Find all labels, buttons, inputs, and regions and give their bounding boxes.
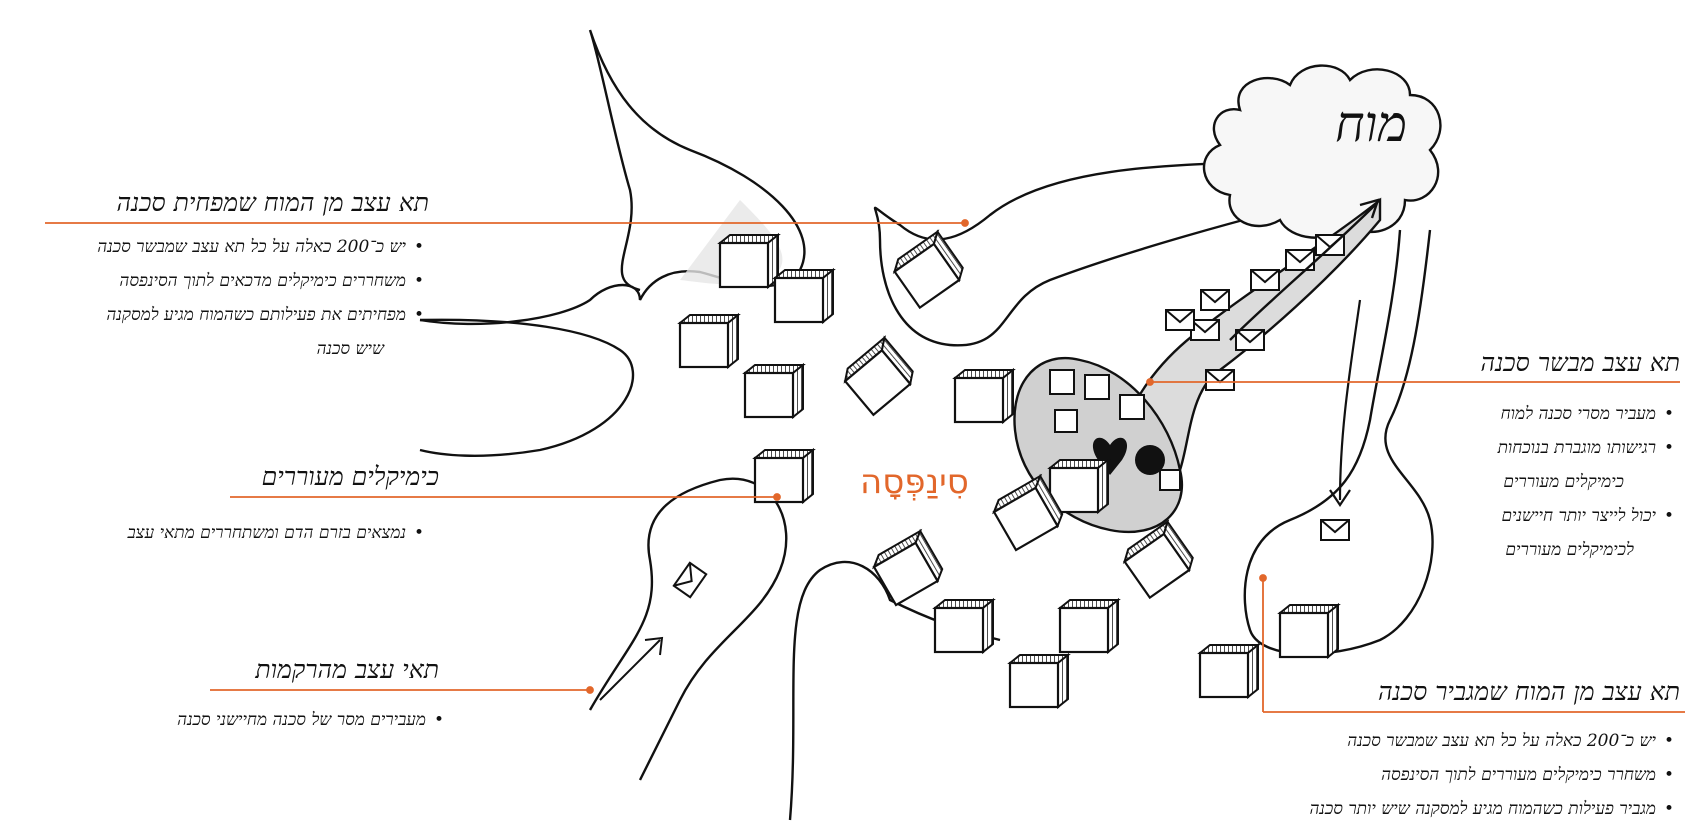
synapse-label: סִינַפְּסָה <box>860 462 969 502</box>
amplifier-neuron-bullets: יש כ־200 כאלה על כל תא עצב שמבשר סכנה מש… <box>1309 724 1674 826</box>
tissue-neuron-bullets: מעבירים מסר של סכנה מחיישני סכנה <box>177 703 444 737</box>
danger-neuron-bullets: מעביר מסרי סכנה למוח רגישותו מוגברת בנוכ… <box>1498 397 1674 567</box>
bullet-item: מעבירים מסר של סכנה מחיישני סכנה <box>177 703 444 737</box>
amplifier-neuron-title: תא עצב מן המוח שמגביר סכנה <box>1378 677 1680 707</box>
bullet-item: מעביר מסרי סכנה למוח <box>1498 397 1674 431</box>
brain-label: מוח <box>1335 95 1407 153</box>
bullet-item: יש כ־200 כאלה על כל תא עצב שמבשר סכנה <box>97 230 424 264</box>
chemicals-bullets: נמצאים בזרם הדם ומשתחררים מתאי עצב <box>127 516 424 550</box>
bullet-item: רגישותו מוגברת בנוכחות <box>1498 431 1674 465</box>
bullet-item: מגביר פעילות כשהמוח מגיע למסקנה שיש יותר… <box>1309 792 1674 826</box>
bullet-item: יכול לייצר יותר חיישנים <box>1498 499 1674 533</box>
tissue-neuron-title: תאי עצב מהרקמות <box>255 655 439 685</box>
tissue-neuron-shape <box>590 479 786 780</box>
bullet-continuation: כימיקלים מעוררים <box>1498 465 1674 499</box>
danger-neuron-title: תא עצב מבשר סכנה <box>1481 348 1680 378</box>
inhibitory-neuron-bullets: יש כ־200 כאלה על כל תא עצב שמבשר סכנה מש… <box>97 230 424 366</box>
chemicals-title: כימיקלים מעוררים <box>262 462 439 492</box>
bullet-item: נמצאים בזרם הדם ומשתחררים מתאי עצב <box>127 516 424 550</box>
bullet-item: משחררים כימיקלים מדכאים לתוך הסינפסה <box>97 264 424 298</box>
inhibitory-neuron-title: תא עצב מן המוח שמפחית סכנה <box>116 188 429 218</box>
bullet-continuation: לכימיקלים מעוררים <box>1498 533 1674 567</box>
bullet-continuation: שיש סכנה <box>97 332 424 366</box>
bullet-item: מפחיתים את פעילותם כשהמוח מגיע למסקנה <box>97 298 424 332</box>
bullet-item: יש כ־200 כאלה על כל תא עצב שמבשר סכנה <box>1309 724 1674 758</box>
bullet-item: משחרר כימיקלים מעוררים לתוך הסינפסה <box>1309 758 1674 792</box>
